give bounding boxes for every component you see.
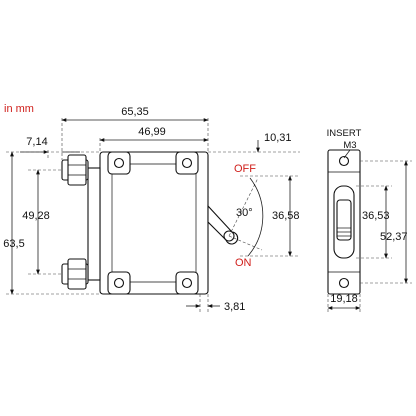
insert-hole-icon	[338, 155, 350, 167]
mount-hole-icon	[113, 277, 125, 289]
insert-hole-icon	[338, 277, 350, 289]
handle-arc	[247, 177, 264, 257]
dim-side-span: 36,53	[362, 210, 390, 222]
side-toggle	[336, 199, 352, 241]
dim-terminal-spacing: 49,28	[22, 210, 50, 222]
dim-terminal-offset: 7,14	[26, 136, 47, 148]
dim-width: 19,18	[330, 293, 358, 305]
label-angle: 30°	[236, 207, 253, 219]
dim-side-height: 52,37	[380, 231, 408, 243]
insert-leader	[343, 149, 351, 159]
dim-overall-length: 65,35	[121, 106, 149, 118]
terminal-nut-bottom	[67, 258, 87, 290]
label-on: ON	[235, 257, 252, 269]
dim-bottom-offset: 3,81	[224, 301, 245, 313]
terminal-block	[87, 167, 101, 281]
left-dimensions: 49,28 63,5	[3, 151, 100, 295]
dim-body-length: 46,99	[138, 126, 166, 138]
side-dimensions: INSERT M3 36,53 52,37 19,18	[327, 128, 412, 312]
label-off: OFF	[234, 163, 256, 175]
dim-overall-height: 63,5	[3, 238, 24, 250]
mount-hole-icon	[181, 157, 193, 169]
top-dimensions: 65,35 46,99 7,14	[20, 106, 209, 160]
label-insert: INSERT	[327, 128, 362, 139]
handle-dimensions: 10,31 OFF ON 30° 36,58 3,81	[186, 132, 300, 313]
mount-hole-icon	[113, 157, 125, 169]
side-view	[327, 149, 361, 295]
dim-top-offset: 10,31	[264, 132, 292, 144]
mount-hole-icon	[181, 277, 193, 289]
front-view	[61, 151, 239, 295]
dim-handle-span: 36,58	[272, 210, 300, 222]
terminal-nut-top	[67, 154, 87, 186]
label-insert-size: M3	[343, 140, 356, 151]
units-note: in mm	[4, 103, 34, 115]
